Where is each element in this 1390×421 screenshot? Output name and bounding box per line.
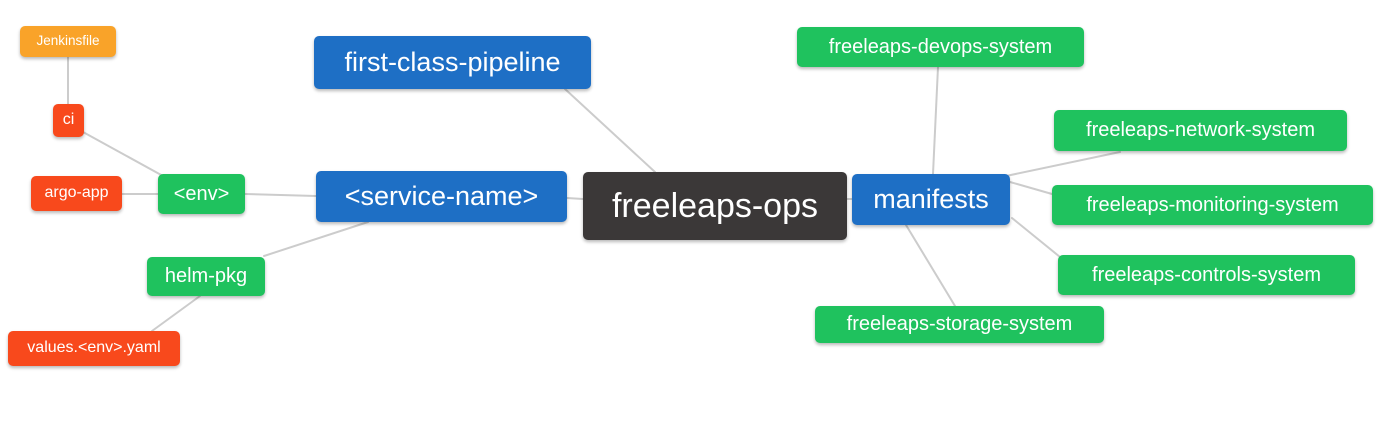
node-label: freeleaps-controls-system [1092,263,1321,286]
edge-ci--env [82,131,164,177]
mindmap-node-freeleaps-ops[interactable]: freeleaps-ops [583,172,847,240]
node-label: freeleaps-storage-system [846,313,1073,335]
node-label: values.<env>.yaml [27,339,161,356]
node-label: <env> [173,182,230,205]
mindmap-node-manifests[interactable]: manifests [852,174,1010,225]
edge-manifests--freeleaps-monitoring-system [1009,181,1053,195]
mindmap-node-ci[interactable]: ci [53,104,84,137]
node-label: freeleaps-devops-system [828,35,1053,58]
edge-manifests--freeleaps-storage-system [905,224,956,307]
edge-manifests--freeleaps-devops-system [932,66,939,175]
node-label: freeleaps-network-system [1086,119,1315,141]
mindmap-node-helm-pkg[interactable]: helm-pkg [147,257,265,296]
node-label: ci [62,111,75,128]
edge-values-env-yaml--helm-pkg [151,295,201,332]
node-label: freeleaps-monitoring-system [1086,193,1339,216]
mindmap-node-first-class-pipeline[interactable]: first-class-pipeline [314,36,591,89]
mindmap-node-jenkinsfile[interactable]: Jenkinsfile [20,26,116,57]
mindmap-node-env[interactable]: <env> [158,174,245,214]
edge-manifests--freeleaps-network-system [1005,151,1121,177]
edge-manifests--freeleaps-controls-system [1011,217,1061,258]
mindmap-node-freeleaps-network-system[interactable]: freeleaps-network-system [1054,110,1347,151]
mindmap-node-freeleaps-storage-system[interactable]: freeleaps-storage-system [815,306,1104,343]
node-label: argo-app [44,184,109,201]
mindmap-node-freeleaps-devops-system[interactable]: freeleaps-devops-system [797,27,1084,67]
edge-helm-pkg--service-name [263,221,369,257]
mindmap-node-values-env-yaml[interactable]: values.<env>.yaml [8,331,180,366]
node-label: Jenkinsfile [36,33,100,49]
mindmap-node-freeleaps-controls-system[interactable]: freeleaps-controls-system [1058,255,1355,295]
mindmap-node-argo-app[interactable]: argo-app [31,176,122,211]
mindmap-node-service-name[interactable]: <service-name> [316,171,567,222]
node-label: freeleaps-ops [611,186,818,225]
edge-env--service-name [244,193,317,197]
node-label: <service-name> [344,180,539,211]
mindmap-node-freeleaps-monitoring-system[interactable]: freeleaps-monitoring-system [1052,185,1373,225]
edge-service-name--freeleaps-ops [566,197,584,200]
node-label: helm-pkg [164,265,248,287]
edge-first-class-pipeline--freeleaps-ops [564,88,656,173]
node-label: first-class-pipeline [344,46,561,77]
node-label: manifests [873,183,989,214]
